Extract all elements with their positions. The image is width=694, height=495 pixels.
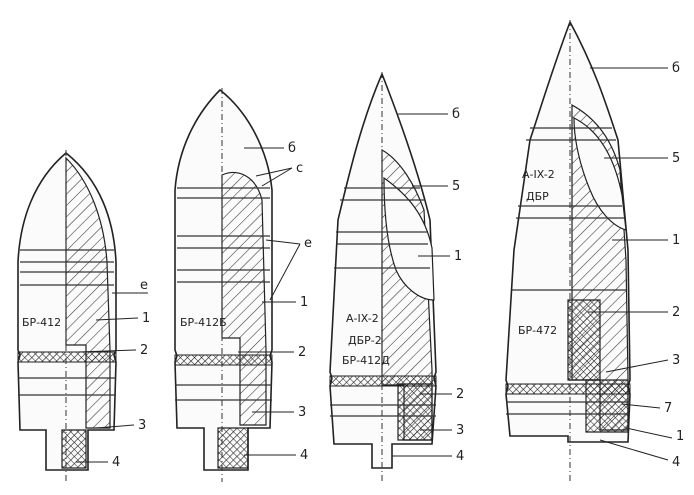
projectile-3-callout-2: 1 <box>454 249 462 264</box>
projectile-1-callout-3: 3 <box>138 418 146 433</box>
projectile-3-callout-0: б <box>452 107 460 122</box>
projectile-4-callout-2: 1 <box>672 233 680 248</box>
projectile-3-engraving-1: ДБР-2 <box>348 334 382 347</box>
projectile-4-callout-0: б <box>672 61 680 76</box>
projectile-2-callout-4: 2 <box>298 345 306 360</box>
projectile-3-engraving-2: БР-412Д <box>342 354 390 367</box>
projectile-2-callout-3: 1 <box>300 295 308 310</box>
projectile-2: БР-412Б б с е 1 2 3 4 <box>174 88 312 482</box>
projectile-3-engraving-0: А-IX-2 <box>346 312 379 325</box>
projectile-4-callout-7: 4 <box>672 455 680 470</box>
projectile-2-tracer <box>217 427 249 469</box>
projectile-4-callout-4: 3 <box>672 353 680 368</box>
projectile-3-callout-5: 4 <box>456 449 464 464</box>
projectile-3-callout-4: 3 <box>456 423 464 438</box>
projectile-2-callout-0: б <box>288 141 296 156</box>
projectile-1: БР-412 е 1 2 3 4 <box>17 150 150 482</box>
projectile-1-engraving-0: БР-412 <box>22 316 61 329</box>
projectile-1-callout-0: е <box>140 278 148 293</box>
projectile-4-callout-5: 7 <box>664 401 672 416</box>
projectile-4-engraving-1: ДБР <box>526 190 549 203</box>
projectile-3-callout-3: 2 <box>456 387 464 402</box>
projectile-3-callout-1: 5 <box>452 179 460 194</box>
projectile-4-callout-1: 5 <box>672 151 680 166</box>
projectile-1-callout-4: 4 <box>112 455 120 470</box>
projectile-4-engraving-0: А-IX-2 <box>522 168 555 181</box>
projectile-3-tracer <box>397 383 433 441</box>
projectile-2-callout-1: с <box>296 161 303 176</box>
projectile-4: А-IX-2 ДБР БР-472 б 5 1 2 3 7 1 4 <box>505 20 684 482</box>
projectile-4-callout-3: 2 <box>672 305 680 320</box>
projectile-2-callout-2: е <box>304 236 312 251</box>
projectile-2-callout-5: 3 <box>298 405 306 420</box>
projectile-1-tracer <box>61 429 87 469</box>
projectile-4-engraving-2: БР-472 <box>518 324 557 337</box>
projectile-2-engraving-0: БР-412Б <box>180 316 227 329</box>
projectile-4-callout-6: 1 <box>676 429 684 444</box>
projectile-2-callout-6: 4 <box>300 448 308 463</box>
projectile-3: А-IX-2 ДБР-2 БР-412Д б 5 1 2 3 4 <box>329 71 464 482</box>
projectile-1-callout-1: 1 <box>142 311 150 326</box>
projectile-1-callout-2: 2 <box>140 343 148 358</box>
projectile-4-penetrator <box>573 117 627 231</box>
projectile-3-penetrator <box>383 176 435 301</box>
